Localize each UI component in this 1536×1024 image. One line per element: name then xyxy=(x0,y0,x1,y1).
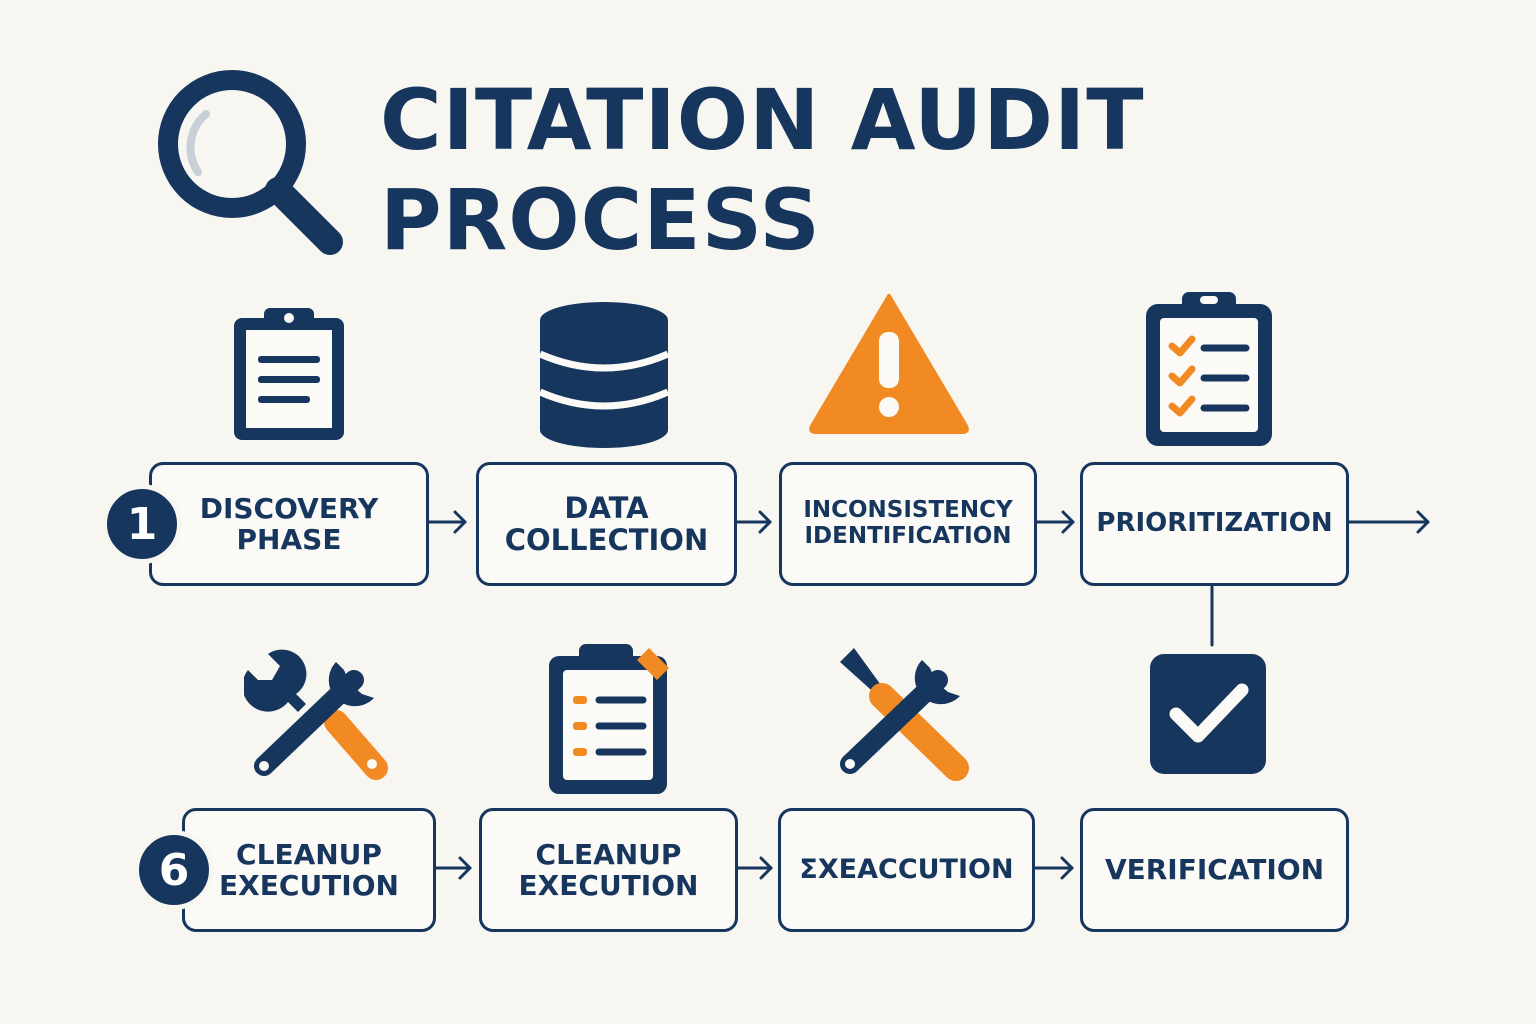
warning-icon xyxy=(809,294,969,434)
title-line-1: CITATION AUDIT xyxy=(380,71,1145,169)
step-label-line: CLEANUP xyxy=(236,837,382,871)
wrench-hammer-icon xyxy=(244,649,388,780)
step-box-discovery-phase[interactable]: DISCOVERY PHASE xyxy=(149,462,429,586)
step-label-line: EXECUTION xyxy=(518,869,699,902)
checkbox-icon xyxy=(1150,654,1266,774)
step-label-line: COLLECTION xyxy=(504,523,709,557)
step-label-line: VERIFICATION xyxy=(1104,853,1325,887)
step-label-line: DATA xyxy=(564,490,649,525)
task-clipboard-icon xyxy=(549,644,669,794)
step-box-inconsistency-identification[interactable]: INCONSISTENCY IDENTIFICATION xyxy=(779,462,1037,586)
step-label-line: IDENTIFICATION xyxy=(804,523,1012,549)
step-label-line: EXECUTION xyxy=(219,869,399,902)
step-box-prioritization[interactable]: PRIORITIZATION xyxy=(1080,462,1349,586)
magnifier-icon xyxy=(158,70,343,255)
step-box-cleanup-execution[interactable]: CLEANUP EXECUTION xyxy=(182,808,436,932)
step-box-verification[interactable]: VERIFICATION xyxy=(1080,808,1349,932)
step-label-line: ΣXEACCUTION xyxy=(799,853,1014,885)
step-box-execution[interactable]: ΣXEACCUTION xyxy=(778,808,1035,932)
step-number-badge: 1 xyxy=(102,484,182,564)
step-box-cleanup-execution-2[interactable]: CLEANUP EXECUTION xyxy=(479,808,738,932)
step-label-line: PRIORITIZATION xyxy=(1096,508,1333,539)
title-line-2: PROCESS xyxy=(380,171,821,269)
step-number-badge: 6 xyxy=(134,830,214,910)
checklist-clipboard-icon xyxy=(1146,292,1272,446)
step-label-line: DISCOVERY xyxy=(199,491,379,525)
database-icon xyxy=(538,302,670,448)
step-label-line: CLEANUP xyxy=(535,837,682,871)
step-box-data-collection[interactable]: DATA COLLECTION xyxy=(476,462,737,586)
wrench-screwdriver-icon xyxy=(840,648,969,781)
clipboard-icon xyxy=(234,308,344,440)
step-label-line: INCONSISTENCY xyxy=(803,497,1013,524)
page-title: CITATION AUDIT PROCESS xyxy=(380,70,1145,270)
step-label-line: PHASE xyxy=(236,523,342,556)
